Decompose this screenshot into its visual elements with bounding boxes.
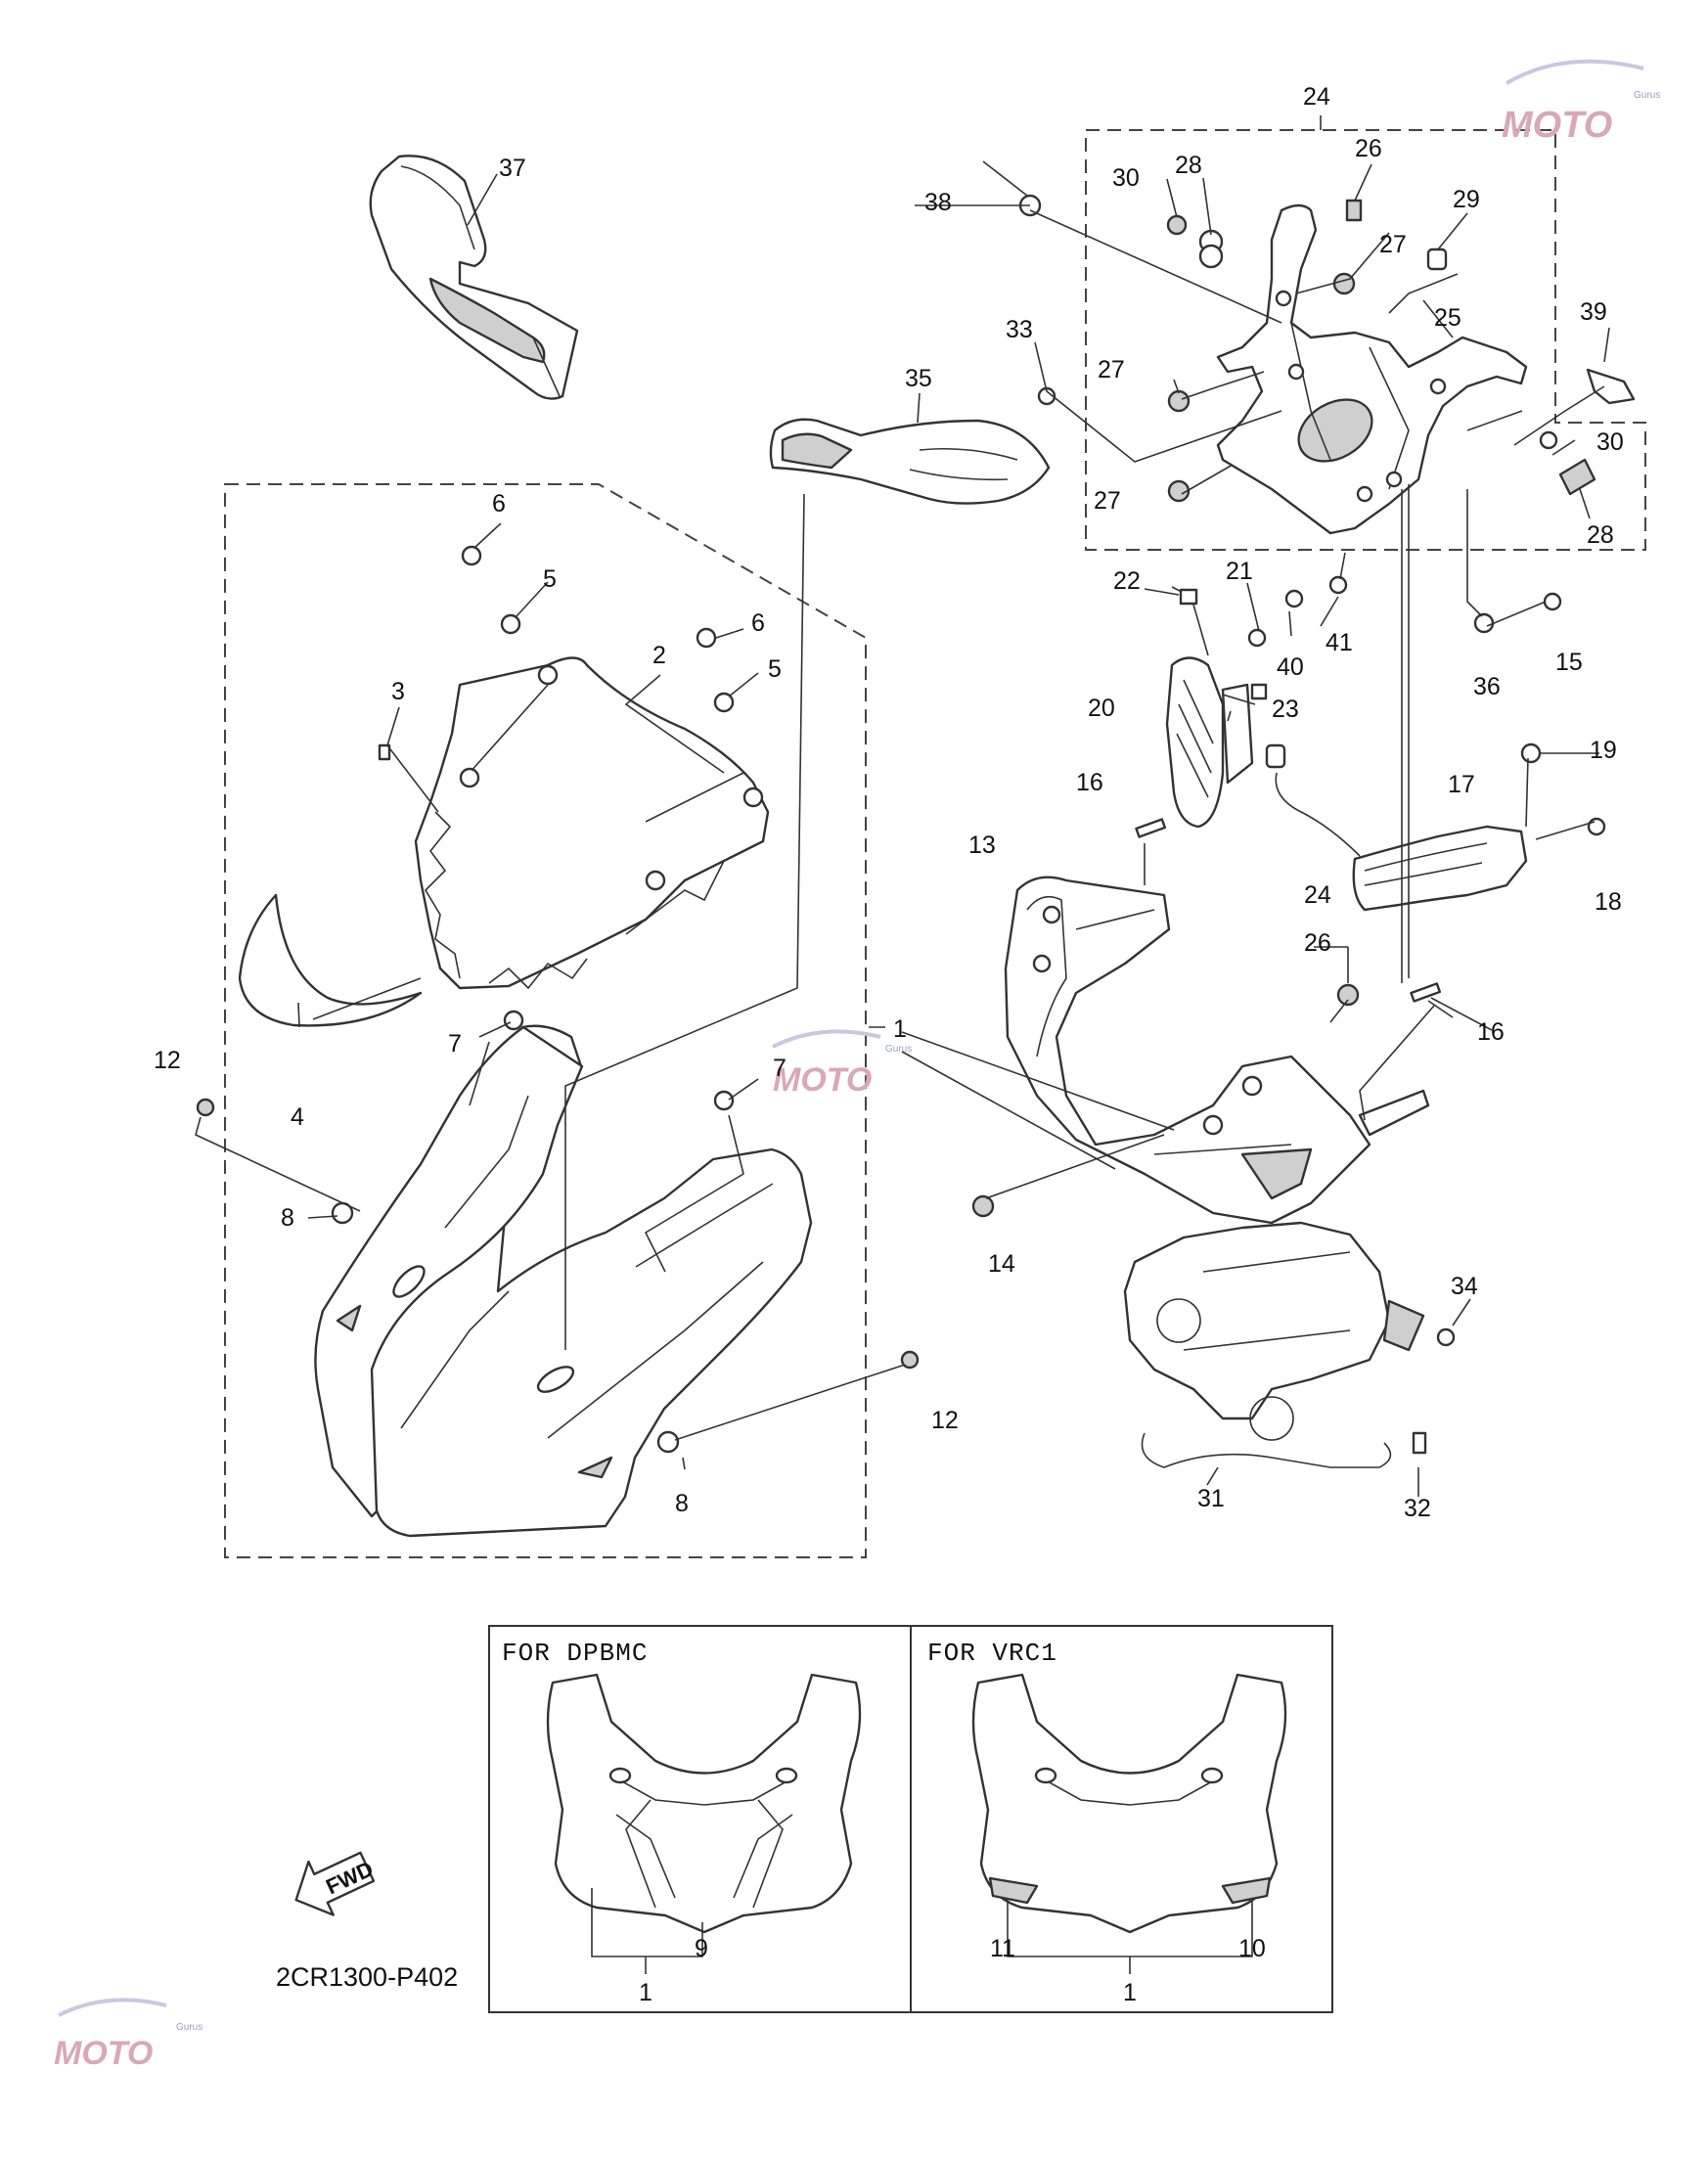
svg-text:Gurus: Gurus [176,2022,202,2033]
callout: 37 [499,155,526,182]
svg-text:MOTO: MOTO [773,1061,872,1099]
callout: 29 [1453,186,1480,213]
part-1-front-cowling [314,1024,813,1538]
callout: 24 [1303,83,1330,111]
callout: 4 [291,1103,304,1131]
callout: 8 [675,1490,689,1517]
svg-text:Gurus: Gurus [1634,90,1660,101]
callout: 1 [639,1979,652,2006]
callout: 7 [773,1055,787,1082]
callout: 26 [1304,929,1331,957]
callout: 39 [1580,298,1607,326]
callout: 24 [1304,881,1331,909]
group-box-1 [224,483,867,1558]
svg-text:Gurus: Gurus [885,1044,912,1055]
callout: 27 [1098,356,1125,383]
svg-text:MOTO: MOTO [1502,105,1612,146]
callout: 6 [492,490,506,517]
part-17-bracket [1265,743,1528,912]
diagram-code: 2CR1300-P402 [276,1962,458,1992]
svg-text:MOTO: MOTO [54,2035,153,2072]
callout: 30 [1596,428,1624,456]
watermark-logo: MOTO Gurus [54,1998,202,2072]
callout: 31 [1197,1485,1225,1512]
callout: 19 [1590,737,1617,764]
callout: 8 [281,1204,294,1232]
callout: 25 [1434,304,1461,332]
callout: 28 [1175,152,1202,179]
leader-lines [195,160,1610,1497]
callout: 1 [893,1015,907,1043]
callout: 5 [768,655,782,683]
callout: 27 [1379,231,1407,258]
callout: 7 [448,1030,462,1057]
callout: 33 [1006,316,1033,343]
callout: 41 [1326,629,1353,656]
callout: 16 [1477,1018,1505,1046]
part-2-windshield [414,656,770,990]
part-4-decal [238,893,423,1027]
callout: 18 [1595,888,1622,916]
callout: 2 [652,642,666,669]
fasteners-left [196,545,920,1454]
callout: 12 [154,1047,181,1074]
callout: 20 [1088,695,1115,722]
callout: 14 [988,1250,1015,1278]
callout: 28 [1587,521,1614,549]
callout: 6 [751,609,765,637]
callout: 26 [1355,135,1382,162]
callout: 23 [1272,696,1299,723]
callout: 16 [1076,769,1103,796]
variant-box [488,1625,1333,2013]
part-25-main-stay [1216,203,1528,535]
callout: 22 [1113,567,1141,595]
callout: 13 [968,832,996,859]
callout: 11 [990,1935,1015,1962]
callout: 10 [1238,1935,1266,1962]
callout: 35 [905,365,932,392]
callout: 21 [1226,558,1253,585]
callout: 34 [1451,1273,1478,1300]
fwd-arrow-icon: FWD [294,1851,377,1916]
part-37-mirror [369,155,579,400]
fasteners-right [971,194,1636,1455]
watermark-logo: MOTO Gurus [1502,59,1660,146]
part-35-air-duct [769,418,1051,505]
callout: 36 [1473,673,1501,700]
callout: 9 [695,1935,708,1962]
callout: 32 [1404,1495,1431,1522]
callout: 30 [1112,164,1140,192]
watermark-logo: MOTO Gurus [772,1029,912,1099]
callout: 15 [1555,649,1583,676]
callout: 17 [1448,771,1475,798]
part-13-stay [1004,876,1430,1225]
callout: 38 [924,189,952,216]
callout: 5 [543,565,557,593]
variant-label-right: FOR VRC1 [927,1639,1057,1668]
callout: 3 [391,678,405,705]
variant-label-left: FOR DPBMC [502,1639,648,1668]
callout: 12 [931,1407,959,1434]
part-20-lamp [1165,656,1254,829]
callout: 1 [1123,1979,1137,2006]
part-headlight-unit [1123,1221,1425,1468]
group-box-24 [1085,129,1646,551]
callout: 27 [1094,487,1121,515]
callout: 40 [1277,653,1304,681]
callout-numbers: 24 37 26 30 28 38 29 27 25 39 33 27 35 3… [154,83,1624,2006]
